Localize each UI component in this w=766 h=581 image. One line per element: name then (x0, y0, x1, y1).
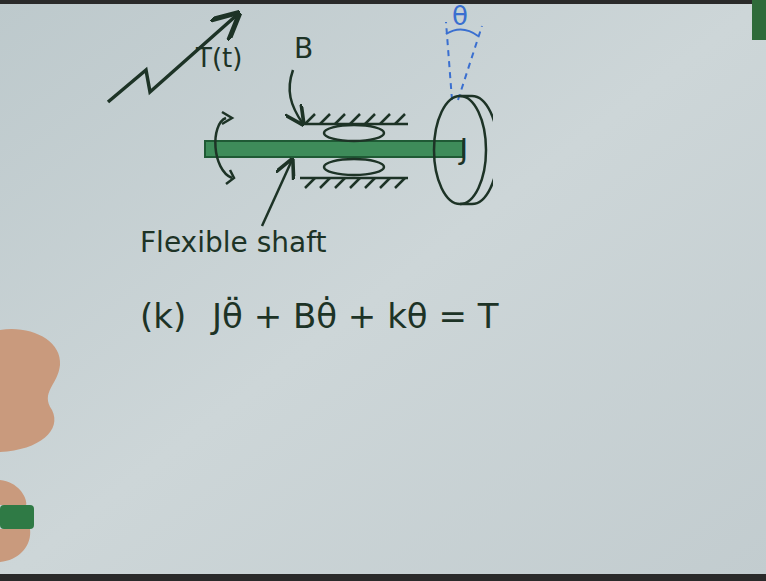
torque-arrow (226, 170, 234, 184)
leader-line (290, 70, 303, 124)
hand (0, 329, 60, 452)
inertia-disk: J (427, 93, 493, 207)
marker-cap (752, 0, 766, 40)
angle-label: θ (452, 2, 468, 31)
board-edge (0, 0, 766, 4)
torque-label: T(t) (196, 44, 242, 73)
damping-label: B (294, 34, 313, 65)
torque-arrow (215, 118, 232, 178)
marker-pen (0, 505, 34, 529)
hand (0, 480, 30, 562)
equation: Jθ̈ + Bθ̇ + kθ = T (212, 298, 499, 335)
inertia-label: J (460, 135, 468, 166)
shaft-label: Flexible shaft (140, 228, 326, 259)
angle-line (458, 26, 482, 100)
board-edge (0, 574, 766, 581)
leader-line (262, 160, 292, 226)
bearing-symbol (300, 114, 408, 188)
stiffness-label: (k) (140, 298, 186, 335)
flexible-shaft (205, 141, 463, 157)
torque-arrow (222, 112, 232, 124)
